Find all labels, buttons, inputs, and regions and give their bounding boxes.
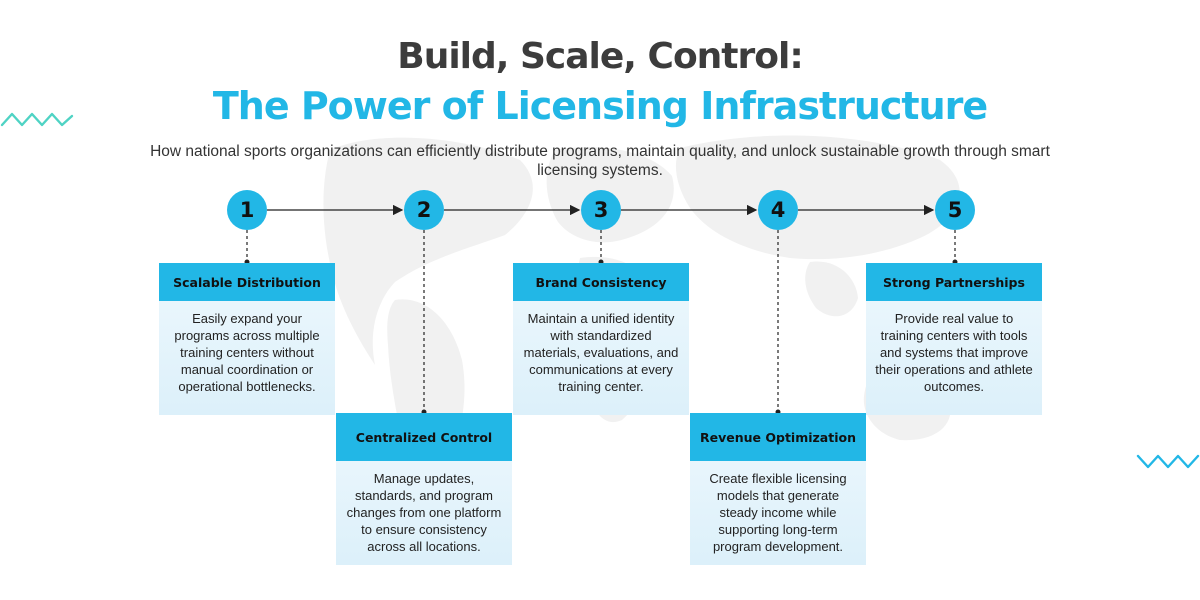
- step-title-4: Revenue Optimization: [690, 413, 866, 461]
- step-description-2: Manage updates, standards, and program c…: [346, 471, 502, 554]
- step-description-1: Easily expand your programs across multi…: [174, 311, 320, 394]
- right-wave-decoration: [1136, 454, 1200, 469]
- step-description-5: Provide real value to training centers w…: [875, 311, 1033, 394]
- left-wave-decoration: [0, 112, 74, 127]
- step-card-1: Scalable Distribution Easily expand your…: [159, 263, 335, 415]
- step-number-3: 3: [581, 190, 621, 230]
- title-line-1: Build, Scale, Control:: [397, 36, 803, 77]
- step-card-3: Brand Consistency Maintain a unified ide…: [513, 263, 689, 415]
- step-number-1: 1: [227, 190, 267, 230]
- subtitle: How national sports organizations can ef…: [150, 143, 1050, 179]
- step-description-3: Maintain a unified identity with standar…: [523, 311, 679, 394]
- step-description-4: Create flexible licensing models that ge…: [709, 471, 847, 554]
- step-number-2: 2: [404, 190, 444, 230]
- step-title-3: Brand Consistency: [513, 263, 689, 301]
- step-title-5: Strong Partnerships: [866, 263, 1042, 301]
- step-number-4: 4: [758, 190, 798, 230]
- step-title-2: Centralized Control: [336, 413, 512, 461]
- title-line-2: The Power of Licensing Infrastructure: [212, 84, 988, 128]
- step-title-1: Scalable Distribution: [159, 263, 335, 301]
- step-card-2: Centralized Control Manage updates, stan…: [336, 413, 512, 565]
- step-card-5: Strong Partnerships Provide real value t…: [866, 263, 1042, 415]
- step-number-5: 5: [935, 190, 975, 230]
- step-card-4: Revenue Optimization Create flexible lic…: [690, 413, 866, 565]
